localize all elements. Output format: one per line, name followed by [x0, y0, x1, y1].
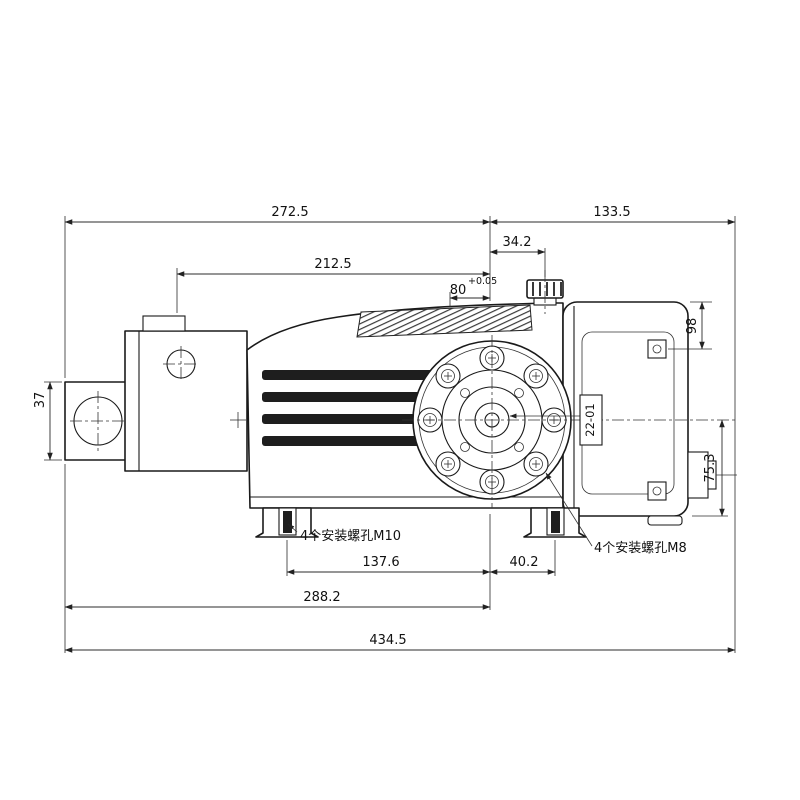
mounting-foot-right [523, 507, 587, 538]
dim-text-98: 98 [685, 318, 700, 335]
gearbox-tab-lower [647, 481, 667, 501]
pump-assembly [64, 279, 737, 538]
dim-text-22: 22-01 [583, 403, 597, 436]
dim-text-37: 37 [33, 392, 48, 409]
motor-top-tab [142, 315, 186, 332]
dim-text-288-2: 288.2 [303, 590, 340, 605]
dim-75-3: 75.3 [692, 419, 728, 517]
dim-text-434-5: 434.5 [369, 633, 406, 648]
label-m10: 4个安装螺孔M10 [287, 523, 401, 544]
dim-434-5: 434.5 [64, 633, 736, 653]
dim-288-2: 288.2 [64, 590, 491, 610]
pilot-holes [460, 388, 524, 452]
leader-labels: 4个安装螺孔M10 4个安装螺孔M8 [287, 472, 687, 556]
dim-text-133-5: 133.5 [593, 205, 630, 220]
bolt-hole [435, 363, 461, 389]
dim-text-75-3: 75.3 [703, 454, 718, 483]
dim-40-2: 40.2 [489, 540, 556, 576]
dim-tol-80: +0.05 [468, 276, 497, 287]
dim-37: 37 [33, 381, 62, 461]
dim-133-5: 133.5 [489, 205, 736, 225]
centerlines [70, 270, 738, 508]
label-m8-text: 4个安装螺孔M8 [594, 541, 687, 556]
dim-text-80: 80 [450, 283, 467, 298]
label-m8: 4个安装螺孔M8 [545, 472, 687, 556]
dim-137-6: 137.6 [286, 540, 491, 576]
gearbox-pad [647, 515, 683, 526]
reference-cross [230, 412, 246, 428]
shaft-dim-box [579, 394, 603, 446]
bolt-hole [435, 451, 461, 477]
bolt-hole [523, 451, 549, 477]
dim-98: 98 [668, 301, 712, 350]
bolt-hole [523, 363, 549, 389]
cooling-fins [262, 370, 434, 446]
gearbox-tab-upper [647, 339, 667, 359]
flange-bolt-holes [417, 345, 567, 495]
dim-212-5: 212.5 [176, 257, 491, 313]
dim-272-5: 272.5 [64, 205, 491, 225]
dimensions: 272.5 133.5 34.2 212.5 80 +0.05 98 [33, 205, 736, 653]
dim-text-40-2: 40.2 [510, 555, 539, 570]
dim-text-212-5: 212.5 [314, 257, 351, 272]
dim-text-34-2: 34.2 [503, 235, 532, 250]
motor-housing [124, 315, 248, 472]
dim-80-bore: 80 +0.05 [449, 276, 497, 307]
dim-text-137-6: 137.6 [362, 555, 399, 570]
dim-shaft-22: 22-01 [509, 394, 603, 446]
label-m10-text: 4个安装螺孔M10 [300, 529, 401, 544]
dim-34-2: 34.2 [489, 235, 546, 277]
top-rib-texture [356, 304, 533, 338]
dim-text-272-5: 272.5 [271, 205, 308, 220]
mounting-foot-left [255, 507, 319, 538]
